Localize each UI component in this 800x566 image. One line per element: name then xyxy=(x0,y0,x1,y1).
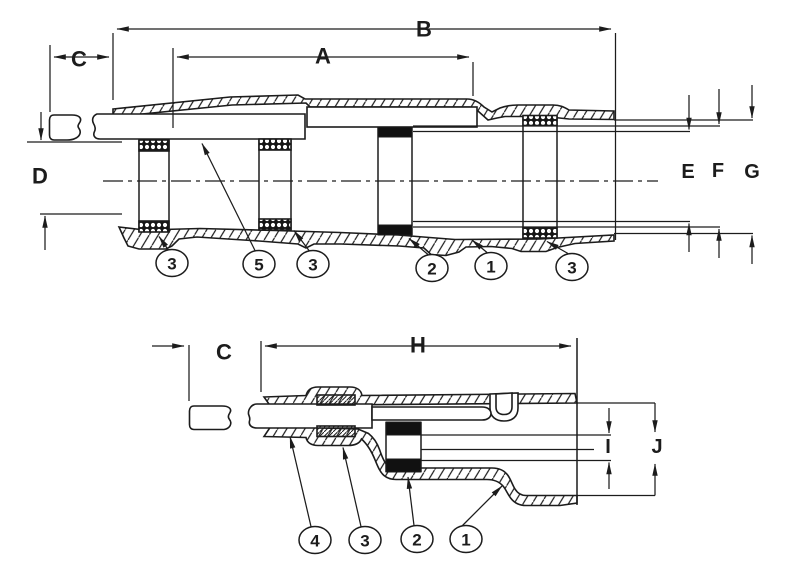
dim-label-c-bottom: C xyxy=(216,340,232,365)
callout-3-bottom: 3 xyxy=(342,446,382,555)
dim-label-j: J xyxy=(651,436,662,458)
callout-3-left-number: 3 xyxy=(167,255,176,274)
dim-g: G xyxy=(744,85,760,264)
dim-label-b: B xyxy=(416,17,432,42)
dim-i: I xyxy=(605,408,612,489)
callout-4: 4 xyxy=(289,435,332,555)
dim-e: E xyxy=(681,95,695,252)
callout-3-bottom-number: 3 xyxy=(360,532,369,551)
callout-1-bottom: 1 xyxy=(449,485,503,554)
dim-label-d: D xyxy=(32,164,48,189)
callout-2-bottom-number: 2 xyxy=(412,531,421,550)
callout-3-mid: 3 xyxy=(293,230,330,279)
top-view-crimp-ring-2 xyxy=(258,138,292,231)
bottom-view-ferrule-lower xyxy=(316,425,356,438)
dim-c-bottom: C xyxy=(152,340,232,401)
dim-h: H xyxy=(260,333,572,392)
callout-3-right: 3 xyxy=(546,240,589,282)
top-view-outer-sleeve-lower-wall xyxy=(117,226,615,257)
dim-label-a: A xyxy=(315,44,331,69)
callout-1-top-number: 1 xyxy=(486,258,495,277)
dim-j: J xyxy=(577,402,663,497)
callout-3-left: 3 xyxy=(155,236,189,278)
top-view-inner-sleeve-bar xyxy=(91,113,306,140)
callout-2-bottom: 2 xyxy=(400,476,434,554)
bottom-view-center-rod xyxy=(247,403,373,429)
bottom-view-seal-band xyxy=(385,421,422,473)
top-view: B A C D E F xyxy=(27,17,760,283)
callout-3-right-number: 3 xyxy=(567,259,576,278)
top-view-crimp-ring-1 xyxy=(138,139,170,233)
dim-d: D xyxy=(27,112,122,250)
bottom-view: C H I J 4 3 xyxy=(152,333,663,555)
top-view-crimp-ring-3 xyxy=(522,114,558,239)
bottom-view-rolled-groove-inner xyxy=(495,392,513,416)
top-view-conductor-lines xyxy=(413,119,753,235)
top-view-cable-stub xyxy=(48,114,82,141)
callout-2-top-number: 2 xyxy=(427,260,436,279)
top-view-second-sleeve-bar xyxy=(306,106,478,128)
dim-label-i: I xyxy=(605,436,611,458)
callout-2-top: 2 xyxy=(408,238,449,283)
callout-1-top: 1 xyxy=(471,239,508,281)
dim-a: A xyxy=(172,44,474,128)
dim-label-f: F xyxy=(712,160,724,182)
callout-5: 5 xyxy=(201,143,276,279)
bottom-view-inner-liner xyxy=(371,406,492,421)
callout-5-number: 5 xyxy=(254,256,263,275)
bottom-view-shell-upper-wall xyxy=(262,386,578,407)
dim-label-g: G xyxy=(744,161,760,183)
bottom-view-bore-lines xyxy=(421,434,611,462)
dim-b: B xyxy=(112,17,617,240)
dim-label-e: E xyxy=(681,161,694,183)
callout-4-number: 4 xyxy=(310,532,320,551)
callout-3-mid-number: 3 xyxy=(308,256,317,275)
dim-c-top: C xyxy=(49,45,110,112)
bottom-view-cable-stub xyxy=(188,405,232,431)
dim-f: F xyxy=(712,89,724,258)
dim-label-c-top: C xyxy=(71,47,87,72)
bottom-view-ferrule-upper xyxy=(316,394,356,406)
callout-1-bottom-number: 1 xyxy=(461,531,470,550)
top-view-outer-sleeve-upper-wall xyxy=(112,94,615,121)
dim-label-h: H xyxy=(410,333,426,358)
